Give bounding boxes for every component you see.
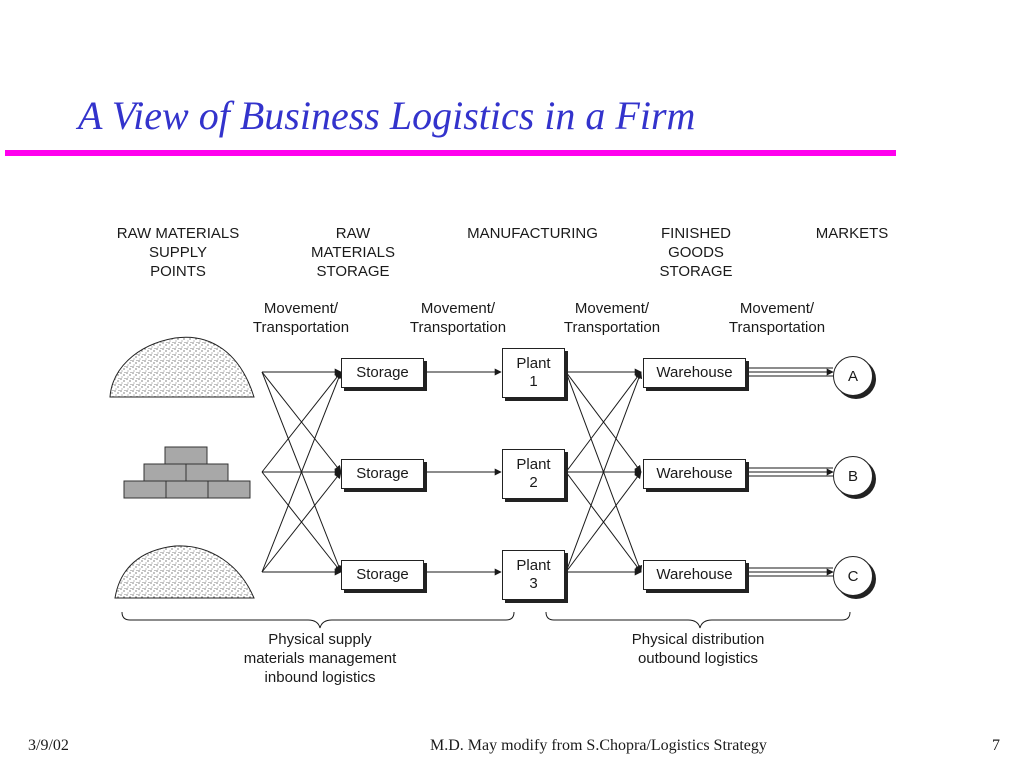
outbound-brace <box>545 611 851 629</box>
raw-storage-box-3: Storage <box>341 560 424 590</box>
raw-material-pile-icon <box>109 336 255 398</box>
market-b: B <box>833 456 873 496</box>
title-underline <box>5 150 896 156</box>
brick-stack-icon <box>123 446 251 499</box>
heading-finished-goods-storage: FINISHED GOODS STORAGE <box>659 225 733 280</box>
heading-manufacturing: MANUFACTURING <box>467 225 598 242</box>
footer-page-number: 7 <box>992 737 1000 754</box>
slide-title: A View of Business Logistics in a Firm <box>78 93 696 138</box>
plant-box-2: Plant 2 <box>502 449 565 499</box>
market-c: C <box>833 556 873 596</box>
outbound-logistics-label: Physical distribution outbound logistics <box>631 631 765 667</box>
market-a: A <box>833 356 873 396</box>
movement-label-2: Movement/ Transportation <box>409 300 507 336</box>
raw-storage-box-1: Storage <box>341 358 424 388</box>
heading-raw-materials-storage: RAW MATERIALS STORAGE <box>311 225 395 280</box>
footer-date: 3/9/02 <box>28 737 69 754</box>
inbound-logistics-label: Physical supply materials management inb… <box>243 631 397 686</box>
plant-box-3: Plant 3 <box>502 550 565 600</box>
movement-label-1: Movement/ Transportation <box>252 300 350 336</box>
heading-raw-materials-supply-points: RAW MATERIALS SUPPLY POINTS <box>116 225 240 280</box>
movement-label-4: Movement/ Transportation <box>728 300 826 336</box>
warehouse-box-3: Warehouse <box>643 560 746 590</box>
warehouse-box-1: Warehouse <box>643 358 746 388</box>
raw-material-pile-icon <box>114 545 255 599</box>
movement-label-3: Movement/ Transportation <box>563 300 661 336</box>
heading-markets: MARKETS <box>815 225 889 242</box>
warehouse-box-2: Warehouse <box>643 459 746 489</box>
plant-box-1: Plant 1 <box>502 348 565 398</box>
inbound-brace <box>121 611 515 629</box>
raw-storage-box-2: Storage <box>341 459 424 489</box>
footer-credit: M.D. May modify from S.Chopra/Logistics … <box>430 737 767 754</box>
